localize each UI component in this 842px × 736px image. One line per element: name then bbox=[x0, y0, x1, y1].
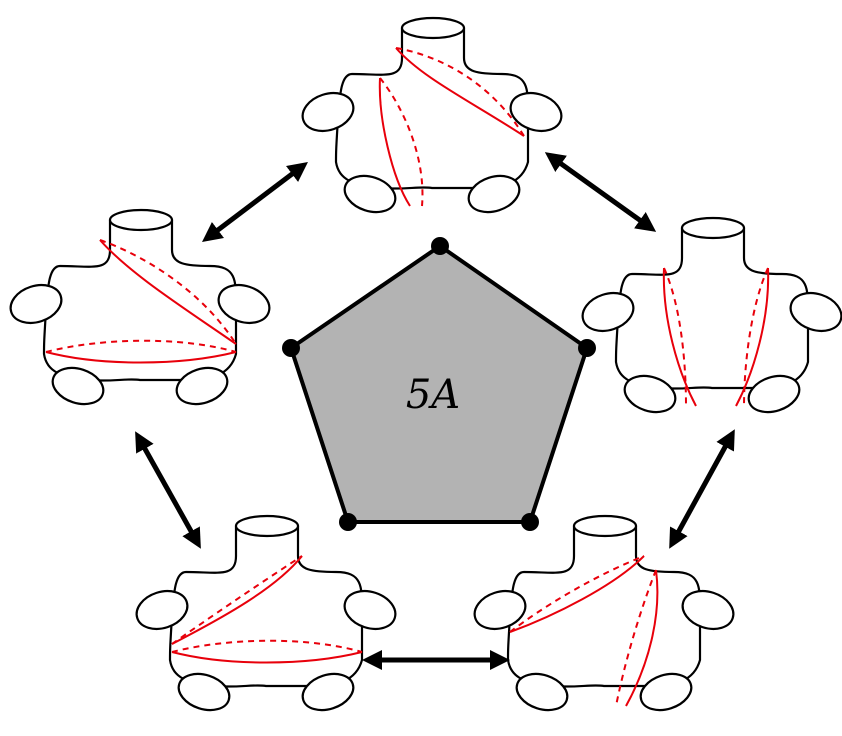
curve-right-1 bbox=[662, 267, 697, 407]
curve-bottom-left-2 bbox=[171, 639, 363, 664]
arrow-top-left bbox=[202, 161, 308, 243]
arrow-right-bottom bbox=[669, 429, 735, 549]
curve-right-2 bbox=[735, 267, 770, 407]
vertex-bottom-right bbox=[521, 513, 539, 531]
surface-top bbox=[296, 16, 568, 220]
arrow-left-bottom bbox=[135, 431, 201, 549]
vertex-left bbox=[282, 339, 300, 357]
surface-right bbox=[576, 216, 842, 420]
surface-bottom-right bbox=[468, 514, 740, 718]
curve-bottom-right-2 bbox=[615, 569, 659, 707]
pentagon-label: 5A bbox=[406, 372, 460, 418]
curve-top-1 bbox=[395, 47, 525, 137]
curve-bottom-right-1 bbox=[509, 555, 645, 633]
curve-left-1 bbox=[99, 239, 237, 345]
surface-bottom-left bbox=[130, 514, 402, 718]
central-pentagon: 5A bbox=[282, 237, 596, 531]
surface-left bbox=[4, 208, 276, 412]
vertex-right bbox=[578, 339, 596, 357]
curve-left-2 bbox=[45, 339, 237, 364]
vertex-bottom-left bbox=[339, 513, 357, 531]
curve-bottom-left-1 bbox=[171, 555, 303, 645]
curve-top-2 bbox=[378, 77, 424, 207]
arrow-top-right bbox=[544, 152, 657, 232]
vertex-top bbox=[431, 237, 449, 255]
